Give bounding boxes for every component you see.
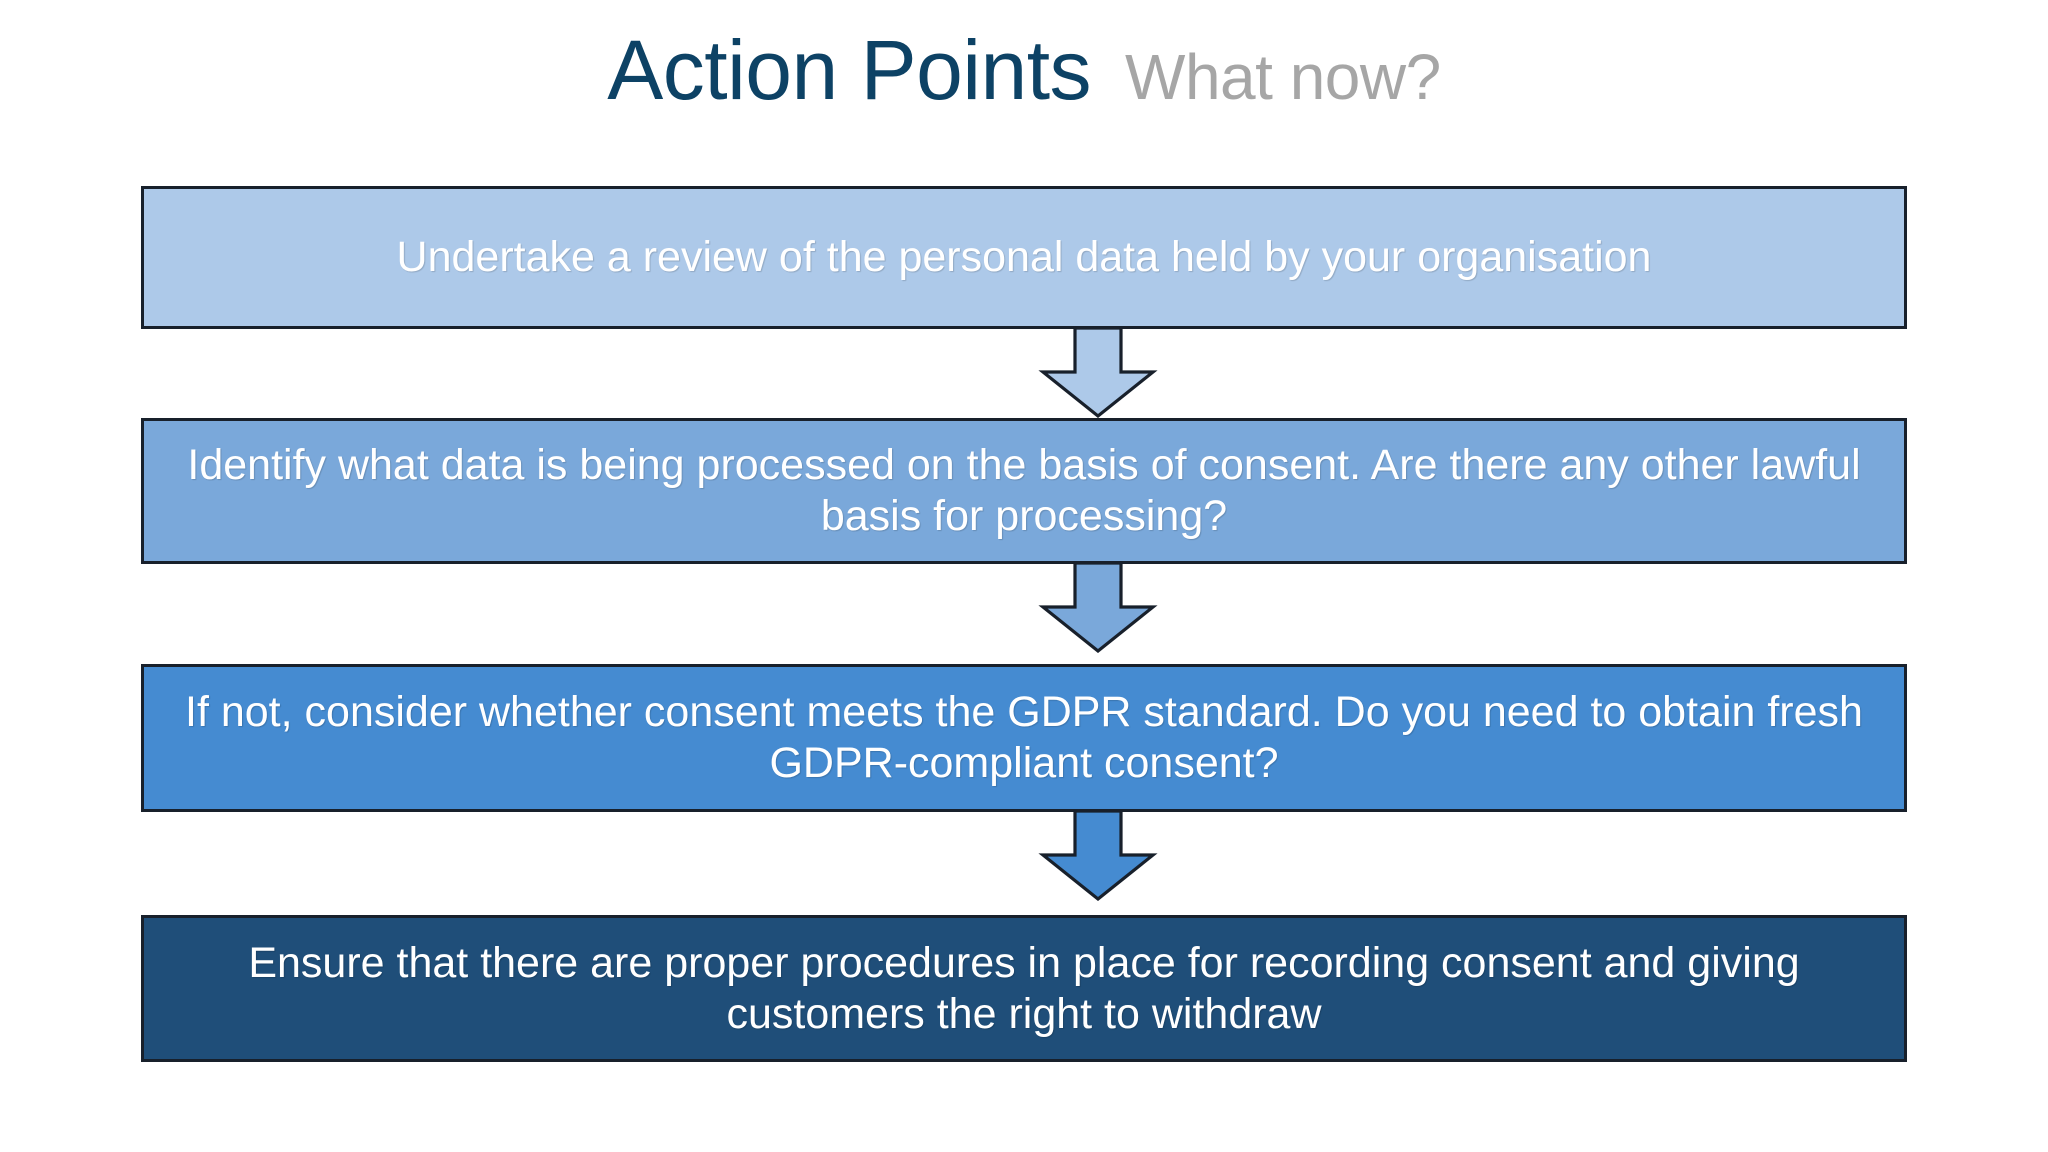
down-arrow-icon-1 xyxy=(1024,328,1172,418)
title-main-text: Action Points xyxy=(607,23,1092,117)
flow-step-4-label: Ensure that there are proper procedures … xyxy=(248,938,1800,1038)
flow-step-2-label: Identify what data is being processed on… xyxy=(187,441,1861,540)
down-arrow-icon-3 xyxy=(1024,811,1172,901)
flow-step-2[interactable]: Identify what data is being processed on… xyxy=(141,418,1907,564)
title-subtitle-text: What now? xyxy=(1125,41,1441,113)
flow-step-4[interactable]: Ensure that there are proper procedures … xyxy=(141,915,1907,1062)
flow-step-3[interactable]: If not, consider whether consent meets t… xyxy=(141,664,1907,812)
down-arrow-icon-2 xyxy=(1024,563,1172,653)
flowchart: Undertake a review of the personal data … xyxy=(141,186,1907,1062)
flow-step-1-label: Undertake a review of the personal data … xyxy=(396,233,1652,282)
flow-step-3-label: If not, consider whether consent meets t… xyxy=(185,688,1863,787)
flow-step-1[interactable]: Undertake a review of the personal data … xyxy=(141,186,1907,329)
